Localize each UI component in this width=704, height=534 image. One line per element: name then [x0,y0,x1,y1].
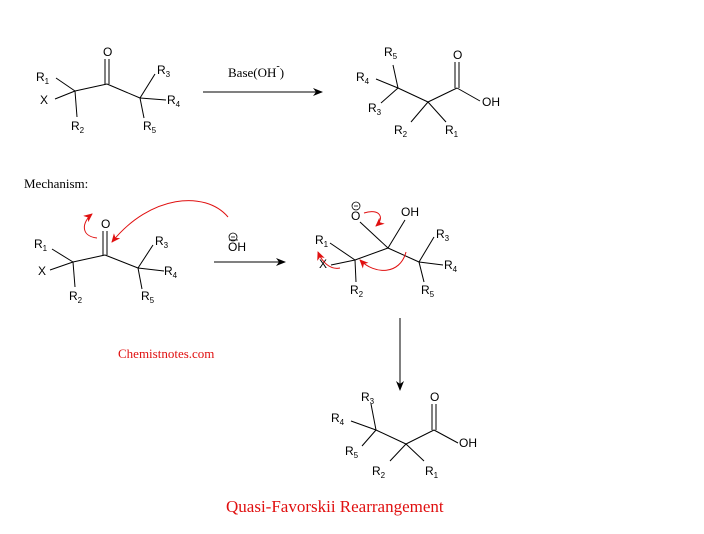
int-r2-label: R2 [350,283,364,299]
alkoxide-push-arrow [363,211,385,227]
reagent-label: Base(OH-) [228,61,284,80]
r5-label: R5 [143,119,157,135]
mechanism-label: Mechanism: [24,176,88,191]
diagram-title: Quasi-Favorskii Rearrangement [226,497,444,516]
negative-charge-icon [228,232,238,242]
int-r5-label: R5 [421,283,435,299]
r2-label: R2 [71,119,85,135]
mech-r1-label: R1 [34,237,48,253]
carbonyl-oxygen-label: O [103,45,112,59]
p2-carbonyl-oxygen-label: O [430,390,439,404]
r4-label: R4 [167,93,181,109]
product-r1-label: R1 [445,123,459,139]
leaving-group-arrow [317,251,341,269]
reactant-ketone-top: O R1 X R2 R3 R4 R5 [36,45,181,135]
watermark: Chemistnotes.com [118,346,214,361]
intermediate-oh-label: OH [401,205,419,219]
product-r5-label: R5 [384,45,398,61]
alkoxide-oxygen-label: O [351,209,360,223]
alkoxide-charge-icon [351,201,361,211]
hydroxide-reagent: OH [228,232,246,254]
p2-r2-label: R2 [372,464,386,480]
mechanism-ketone: O R1 X R2 R3 R4 R5 [34,200,229,305]
p2-r5-label: R5 [345,444,359,460]
int-r3-label: R3 [436,227,450,243]
p2-hydroxyl-label: OH [459,436,477,450]
product-r4-label: R4 [356,70,370,86]
acid-hydroxyl-label: OH [482,95,500,109]
hydroxide-attack-arrow [111,200,229,243]
migration-arrow [359,251,407,271]
mech-r4-label: R4 [164,264,178,280]
mech-r2-label: R2 [69,289,83,305]
r3-label: R3 [157,63,171,79]
p2-r1-label: R1 [425,464,439,480]
carbonyl-pi-arrow [83,213,98,239]
acid-carbonyl-oxygen-label: O [453,48,462,62]
int-r4-label: R4 [444,258,458,274]
hydroxide-label: OH [228,240,246,254]
product-acid-top: O OH R5 R4 R3 R2 R1 [356,45,500,139]
tetrahedral-intermediate: O OH R1 X R2 R3 R4 R5 [315,201,458,299]
mech-oxygen-label: O [101,217,110,231]
mech-r3-label: R3 [155,234,169,250]
product-r3-label: R3 [368,101,382,117]
mech-x-label: X [38,264,46,278]
r1-label: R1 [36,70,50,86]
p2-r3-label: R3 [361,390,375,406]
int-x-label: X [319,257,327,271]
reaction-arrow-top: Base(OH-) [203,61,323,96]
int-r1-label: R1 [315,233,329,249]
mech-r5-label: R5 [141,289,155,305]
product-acid-bottom: O OH R3 R4 R5 R2 R1 [331,390,477,480]
product-r2-label: R2 [394,123,408,139]
p2-r4-label: R4 [331,411,345,427]
x-label: X [40,93,48,107]
